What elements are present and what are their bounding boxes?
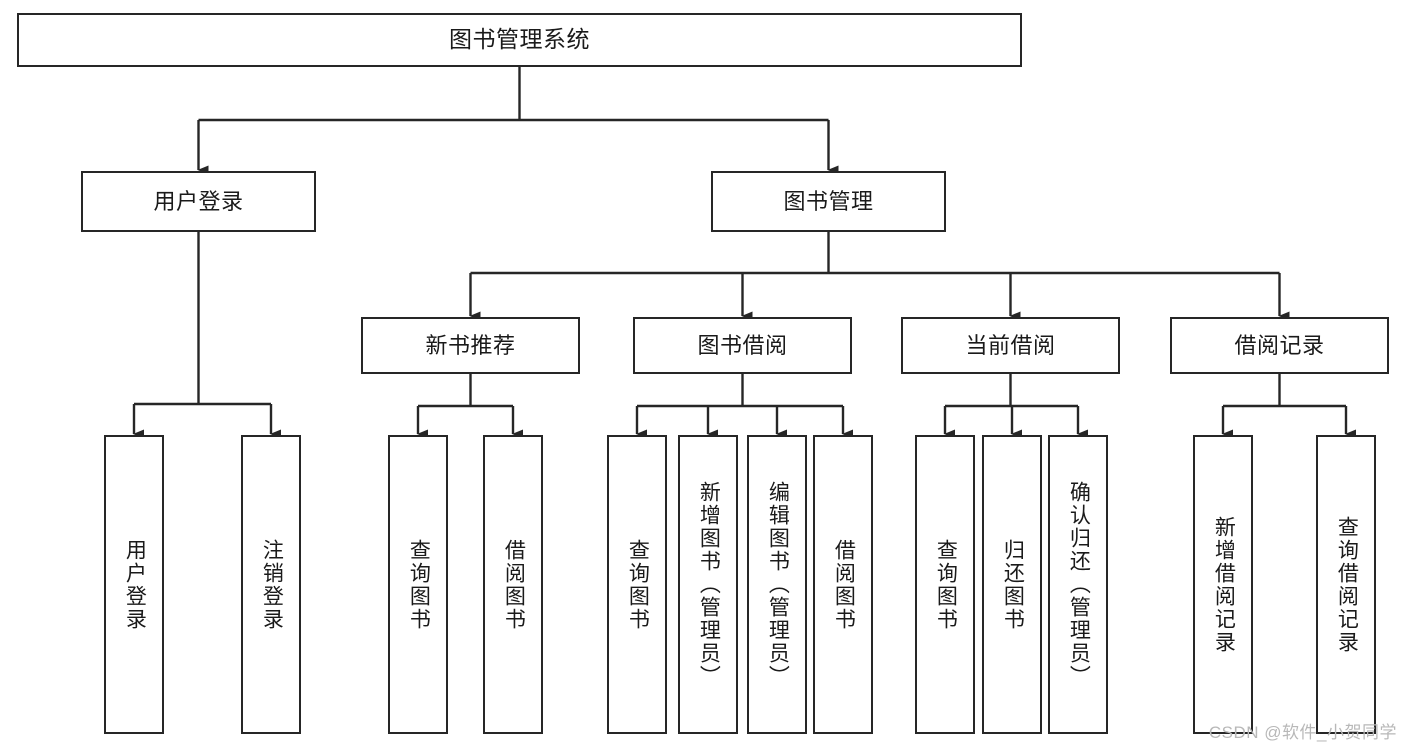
node-label: 借阅图书 bbox=[502, 538, 526, 631]
node-box-l3-a1[interactable]: 用户登录 bbox=[104, 435, 164, 734]
node-label: 图书借阅 bbox=[697, 332, 788, 358]
node-label: 查询借阅记录 bbox=[1335, 515, 1359, 654]
connector-group bbox=[132, 67, 1356, 439]
node-box-l3-c4[interactable]: 借阅图书 bbox=[813, 435, 873, 734]
node-label: 当前借阅 bbox=[965, 332, 1056, 358]
node-label: 用户登录 bbox=[123, 538, 147, 631]
node-box-l3-c1[interactable]: 查询图书 bbox=[607, 435, 667, 734]
node-box-l1-manage[interactable]: 图书管理 bbox=[711, 171, 946, 232]
node-box-l3-a2[interactable]: 注销登录 bbox=[241, 435, 301, 734]
node-box-l3-c2[interactable]: 新增图书（管理员） bbox=[678, 435, 738, 734]
node-box-root[interactable]: 图书管理系统 bbox=[17, 13, 1022, 67]
node-box-l3-d2[interactable]: 归还图书 bbox=[982, 435, 1042, 734]
node-label: 借阅图书 bbox=[832, 538, 856, 631]
node-label: 查询图书 bbox=[626, 538, 650, 631]
node-box-l3-d1[interactable]: 查询图书 bbox=[915, 435, 975, 734]
node-box-l3-c3[interactable]: 编辑图书（管理员） bbox=[747, 435, 807, 734]
node-box-l3-b1[interactable]: 查询图书 bbox=[388, 435, 448, 734]
node-box-l2-current[interactable]: 当前借阅 bbox=[901, 317, 1120, 374]
node-box-l3-d3[interactable]: 确认归还（管理员） bbox=[1048, 435, 1108, 734]
node-box-l1-login[interactable]: 用户登录 bbox=[81, 171, 316, 232]
node-box-l3-e2[interactable]: 查询借阅记录 bbox=[1316, 435, 1376, 734]
node-label: 图书管理 bbox=[783, 188, 874, 214]
node-box-l2-newbook[interactable]: 新书推荐 bbox=[361, 317, 580, 374]
node-label: 注销登录 bbox=[260, 538, 284, 631]
node-label: 编辑图书（管理员） bbox=[766, 481, 790, 688]
node-label: 用户登录 bbox=[153, 188, 244, 214]
node-box-l2-record[interactable]: 借阅记录 bbox=[1170, 317, 1389, 374]
node-label: 确认归还（管理员） bbox=[1067, 481, 1091, 688]
node-label: 图书管理系统 bbox=[449, 26, 590, 53]
node-box-l2-borrow[interactable]: 图书借阅 bbox=[633, 317, 852, 374]
node-label: 查询图书 bbox=[934, 538, 958, 631]
node-box-l3-b2[interactable]: 借阅图书 bbox=[483, 435, 543, 734]
node-label: 查询图书 bbox=[407, 538, 431, 631]
node-label: 归还图书 bbox=[1001, 538, 1025, 631]
node-label: 借阅记录 bbox=[1234, 332, 1325, 358]
node-box-l3-e1[interactable]: 新增借阅记录 bbox=[1193, 435, 1253, 734]
node-label: 新增图书（管理员） bbox=[697, 481, 721, 688]
node-label: 新书推荐 bbox=[425, 332, 516, 358]
node-label: 新增借阅记录 bbox=[1212, 515, 1236, 654]
